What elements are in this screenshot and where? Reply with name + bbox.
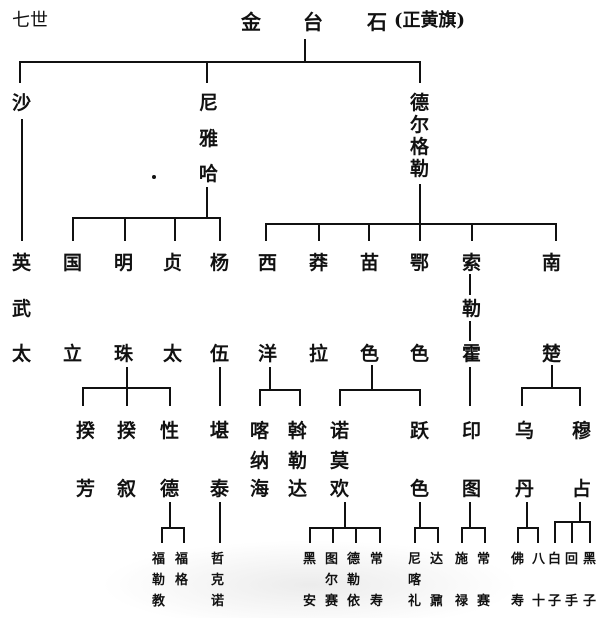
person-name: 纳 (250, 450, 270, 472)
person-name: 斡 (288, 420, 308, 442)
generation-label: 七世 (12, 10, 48, 31)
descendant-name: 常 赛 (477, 552, 491, 609)
person-name: 色 (410, 343, 430, 365)
person-name: 洋 (258, 343, 278, 365)
person-name: 勒 (462, 298, 482, 320)
descendant-name: 德 勒 依 (347, 552, 361, 609)
person-name: 莫 (330, 450, 350, 472)
person-name: 喀 (250, 420, 270, 442)
person-name: 武 (12, 298, 32, 320)
person-name: 太 (163, 343, 183, 365)
person-name: 英 (12, 252, 32, 274)
person-name: 索 (462, 252, 482, 274)
person-name: 鄂 (410, 252, 430, 274)
descendant-name: 白 子 (548, 552, 562, 609)
scan-smudge (100, 540, 520, 618)
person-name: 叙 (117, 478, 137, 500)
person-name: 德 (410, 92, 430, 114)
person-name: 贞 (163, 252, 183, 274)
person-name: 泰 (210, 478, 230, 500)
person-name: 揆 (76, 420, 96, 442)
founder-name-char-1: 金 (241, 10, 261, 34)
descendant-name: 福 勒 教 (152, 552, 166, 609)
person-name: 雅 (199, 128, 219, 150)
descendant-name: 黑 子 (583, 552, 597, 609)
person-name: 西 (258, 252, 278, 274)
descendant-name: 常 寿 (370, 552, 384, 609)
person-name: 南 (542, 252, 562, 274)
descendant-name: 福 格 (175, 552, 189, 588)
founder-name-char-2: 台 (303, 10, 323, 34)
person-name: 欢 (330, 478, 350, 500)
person-name: 明 (114, 252, 134, 274)
person-name: 莽 (309, 252, 329, 274)
person-name: 哈 (199, 163, 219, 185)
person-name: 立 (63, 343, 83, 365)
person-name: 勒 (288, 450, 308, 472)
person-name: 芳 (76, 478, 96, 500)
person-name: 色 (360, 343, 380, 365)
descendant-name: 施 禄 (455, 552, 469, 609)
person-name: 德 (160, 478, 180, 500)
person-name: 国 (63, 252, 83, 274)
person-name: 格 (410, 136, 430, 158)
founder-name-char-3: 石 (367, 10, 387, 34)
person-name: 达 (288, 478, 308, 500)
person-name: 太 (12, 343, 32, 365)
person-name: 丹 (515, 478, 535, 500)
descendant-name: 达 鼐 (430, 552, 444, 609)
person-name: 勒 (410, 158, 430, 180)
person-name: 跃 (410, 420, 430, 442)
person-name: 拉 (309, 343, 329, 365)
banner-label: (正黄旗) (394, 10, 466, 31)
descendant-name: 回 手 (565, 552, 579, 609)
person-name: 堪 (210, 420, 230, 442)
person-name: 杨 (210, 252, 230, 274)
person-name: 尼 (199, 92, 219, 114)
person-name: 印 (462, 420, 482, 442)
person-name: 图 (462, 478, 482, 500)
person-name: 珠 (114, 343, 134, 365)
descendant-name: 黑 安 (303, 552, 317, 609)
person-name: 诺 (330, 420, 350, 442)
person-name: 沙 (12, 92, 32, 114)
person-name: 揆 (117, 420, 137, 442)
person-name: 尔 (410, 114, 430, 136)
person-name: 性 (160, 420, 180, 442)
descendant-name: 哲 克 诺 (211, 552, 225, 609)
descendant-name: 尼 喀 礼 (408, 552, 422, 609)
person-name: 霍 (462, 343, 482, 365)
person-name: 楚 (542, 343, 562, 365)
ink-dot (152, 175, 156, 179)
descendant-name: 佛 寿 (511, 552, 525, 609)
descendant-name: 图 尔 赛 (325, 552, 339, 609)
person-name: 伍 (210, 343, 230, 365)
person-name: 穆 (572, 420, 592, 442)
person-name: 占 (572, 478, 592, 500)
person-name: 苗 (360, 252, 380, 274)
person-name: 乌 (515, 420, 535, 442)
person-name: 色 (410, 478, 430, 500)
descendant-name: 八 十 (532, 552, 546, 609)
person-name: 海 (250, 478, 270, 500)
